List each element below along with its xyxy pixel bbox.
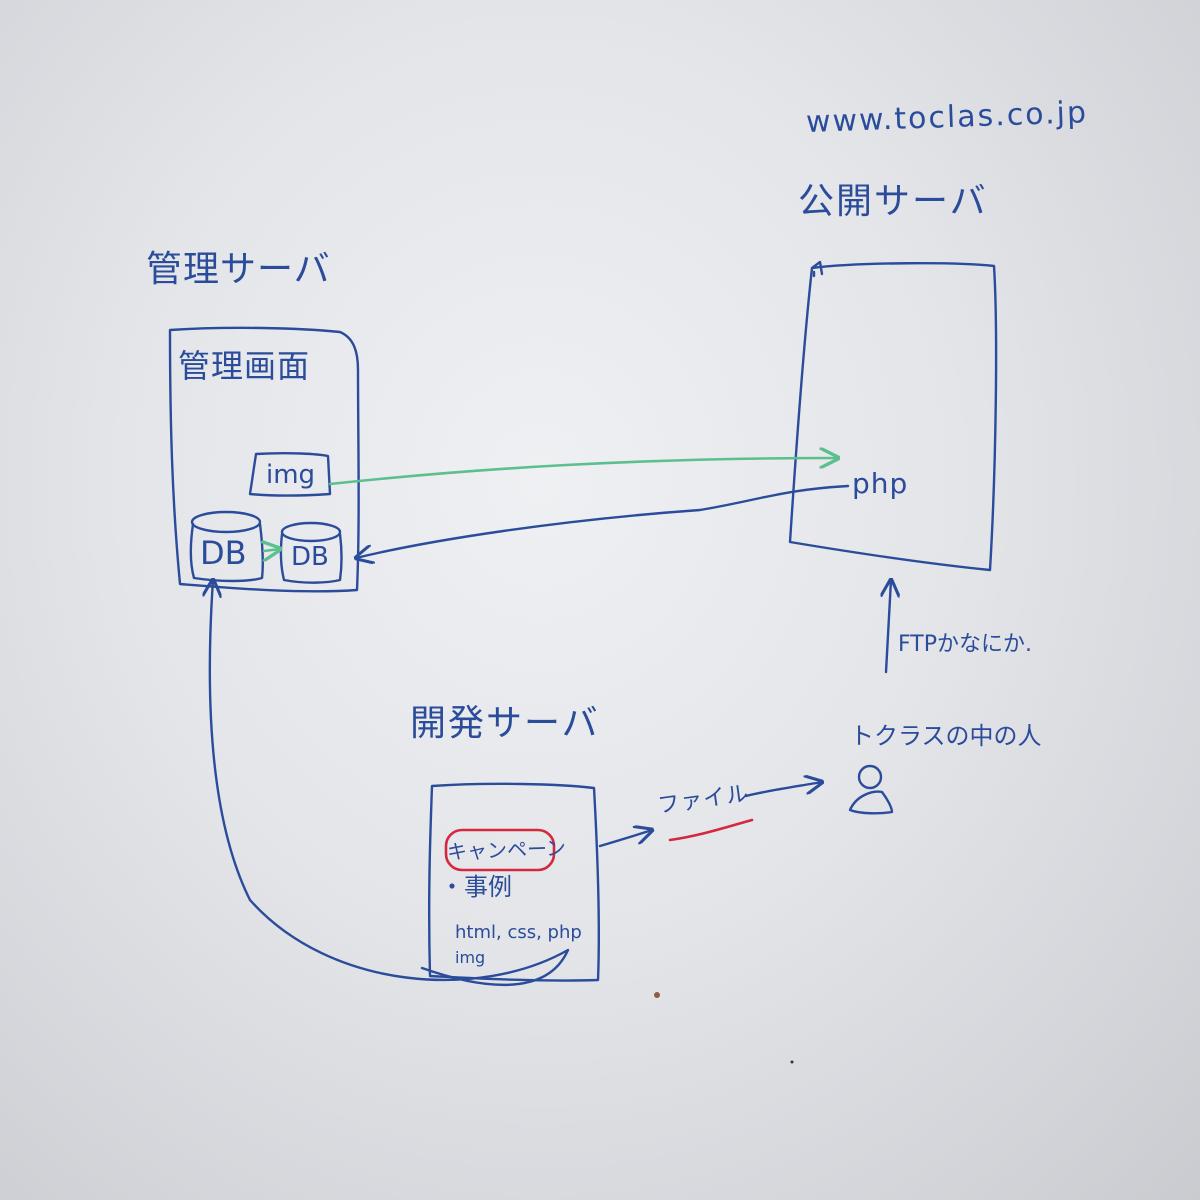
db-copy-label: DB	[291, 542, 329, 572]
dev-server-box	[427, 782, 600, 982]
dev-item-img: img	[455, 948, 486, 967]
php-label: php	[852, 467, 909, 500]
dev-item-cases: ・事例	[440, 873, 512, 901]
file-arrow-left	[598, 830, 652, 848]
file-arrow-right	[744, 782, 822, 798]
admin-server-title: 管理サーバ	[146, 249, 331, 290]
img-label: img	[266, 460, 316, 490]
admin-screen-label: 管理画面	[178, 347, 311, 385]
img-box	[248, 451, 332, 497]
admin-server-box	[168, 326, 360, 593]
php-to-db-line	[356, 484, 850, 558]
dev-item-files: html, css, php	[455, 922, 582, 943]
db-sync-arrow	[264, 549, 280, 551]
ftp-arrow	[886, 580, 891, 674]
ftp-note: FTPかなにか.	[898, 632, 1032, 657]
public-server-title: 公開サーバ	[798, 181, 988, 222]
img-to-php-arrow	[328, 458, 838, 486]
person-label: トクラスの中の人	[850, 722, 1042, 750]
person-icon	[848, 764, 894, 815]
dev-item-campaign: キャンペーン	[446, 835, 567, 864]
public-server-box	[788, 262, 998, 572]
file-underline	[668, 818, 754, 842]
dev-to-admin-arrow	[210, 580, 570, 987]
db-source-label: DB	[200, 534, 247, 572]
dev-server-title: 開発サーバ	[410, 703, 600, 744]
campaign-highlight	[444, 828, 556, 872]
